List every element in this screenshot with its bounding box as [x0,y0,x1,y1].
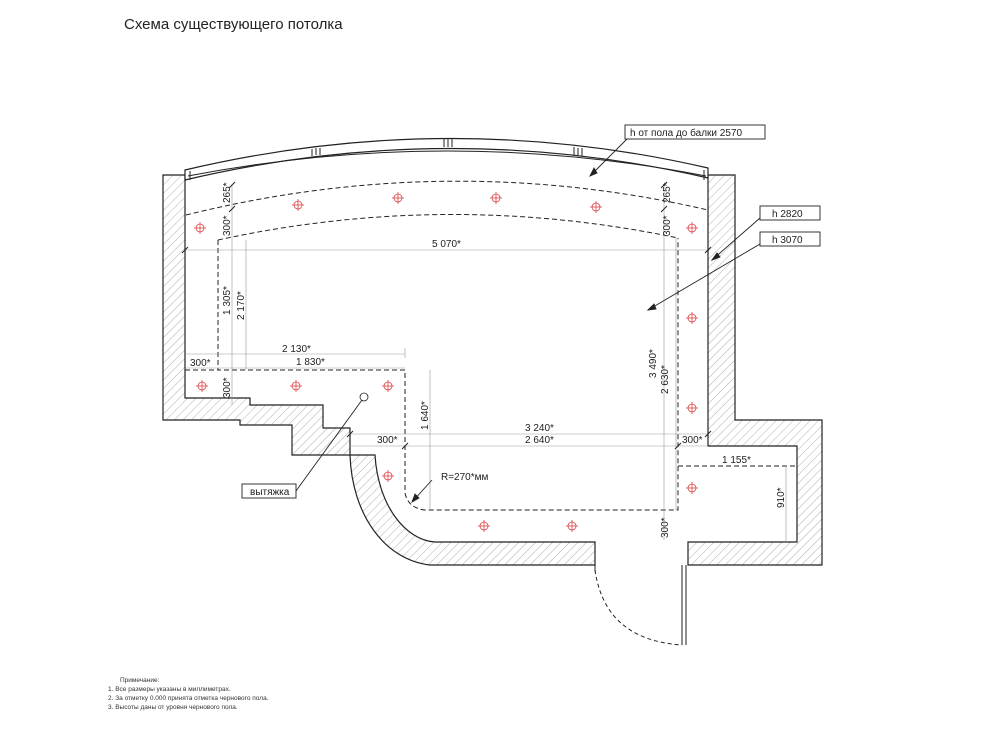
dimension-2170: 2 170* [236,291,247,320]
dimension-300-mid-left: 300* [377,435,398,446]
light-fixture-icon [382,380,394,392]
dimension-265-right: 265* [662,182,673,203]
light-fixture-icon [590,201,602,213]
light-fixture-icon [490,192,502,204]
left-wall [162,174,351,456]
callout-beam-height: h от пола до балки 2570 [630,127,742,139]
dimension-300-left-top: 300* [222,215,233,236]
light-fixture-icon [194,222,206,234]
light-fixture-icon [382,470,394,482]
light-fixture-icon [290,380,302,392]
top-beam [184,137,709,181]
right-wall [687,174,823,566]
dimension-5070: 5 070* [432,239,461,250]
dimension-1830: 1 830* [296,357,325,368]
light-fixture-icon [686,402,698,414]
note-2: 2. За отметку 0.000 принята отметка черн… [108,695,269,702]
dimension-labels: 5 070* 265* 300* 265* 300* 1 305* 2 170*… [190,182,787,538]
light-fixture-icon [292,199,304,211]
note-1: 1. Все размеры указаны в миллиметрах. [108,686,231,693]
callout-boxes [241,124,821,499]
walls [162,137,823,566]
dimension-3240: 3 240* [525,423,554,434]
light-fixture-icon [196,380,208,392]
light-fixture-icon [392,192,404,204]
page-title: Схема существующего потолка [124,16,343,33]
dimension-radius: R=270*мм [441,472,489,483]
dimension-300-left-low: 300* [222,377,233,398]
ceiling-contours [185,180,797,511]
curved-wall [349,454,596,566]
dimension-2640: 2 640* [525,435,554,446]
door [594,565,687,646]
dimension-300-mid-right: 300* [682,435,703,446]
callout-leaders [295,138,761,504]
light-fixture-icon [686,222,698,234]
dimension-lines [186,185,787,542]
dimension-300-right-top: 300* [662,215,673,236]
notes: Примечание: 1. Все размеры указаны в мил… [108,676,269,712]
dimension-265-left: 265* [222,182,233,203]
dimension-ticks [181,181,712,450]
dimension-300-left-mid: 300* [190,358,211,369]
dimension-2630: 2 630* [660,365,671,394]
light-fixture-icon [686,312,698,324]
exhaust-icon [359,392,369,402]
callout-h2820: h 2820 [772,209,803,220]
light-fixture-icon [478,520,490,532]
notes-heading: Примечание: [120,677,160,684]
dimension-2130: 2 130* [282,344,311,355]
dimension-1305: 1 305* [222,286,233,315]
callout-exhaust: вытяжка [250,487,290,498]
beam-details [187,139,707,180]
dimension-300-bottom: 300* [660,517,671,538]
note-3: 3. Высоты даны от уровня чернового пола. [108,704,238,711]
dimension-1155: 1 155* [722,455,751,466]
light-fixture-icon [686,482,698,494]
dimension-3490: 3 490* [648,349,659,378]
light-fixtures [194,192,698,532]
dimension-910: 910* [776,487,787,508]
light-fixture-icon [566,520,578,532]
dimension-1640: 1 640* [420,401,431,430]
callout-h3070: h 3070 [772,235,803,246]
